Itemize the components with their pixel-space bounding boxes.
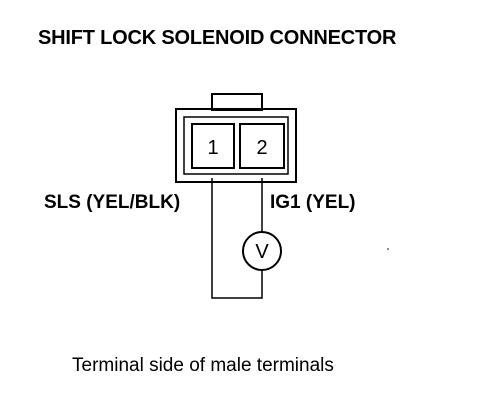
connector-housing-inner — [183, 116, 289, 175]
scan-dot — [387, 248, 389, 250]
terminal-1-cavity — [191, 123, 235, 169]
terminal-1-number: 1 — [207, 137, 218, 159]
terminal-2-number: 2 — [256, 137, 267, 159]
terminal-2-cavity — [239, 123, 285, 169]
probe-wire-sls — [211, 178, 263, 299]
voltmeter-symbol — [242, 231, 282, 271]
ig1-wire-label: IG1 (YEL) — [270, 192, 356, 213]
voltmeter-letter: V — [255, 241, 269, 263]
diagram-caption: Terminal side of male terminals — [72, 355, 334, 376]
connector-lock-tab — [211, 93, 263, 111]
sls-wire-label: SLS (YEL/BLK) — [44, 192, 181, 213]
connector-housing-outer — [175, 108, 297, 183]
diagram-title: SHIFT LOCK SOLENOID CONNECTOR — [38, 27, 397, 49]
